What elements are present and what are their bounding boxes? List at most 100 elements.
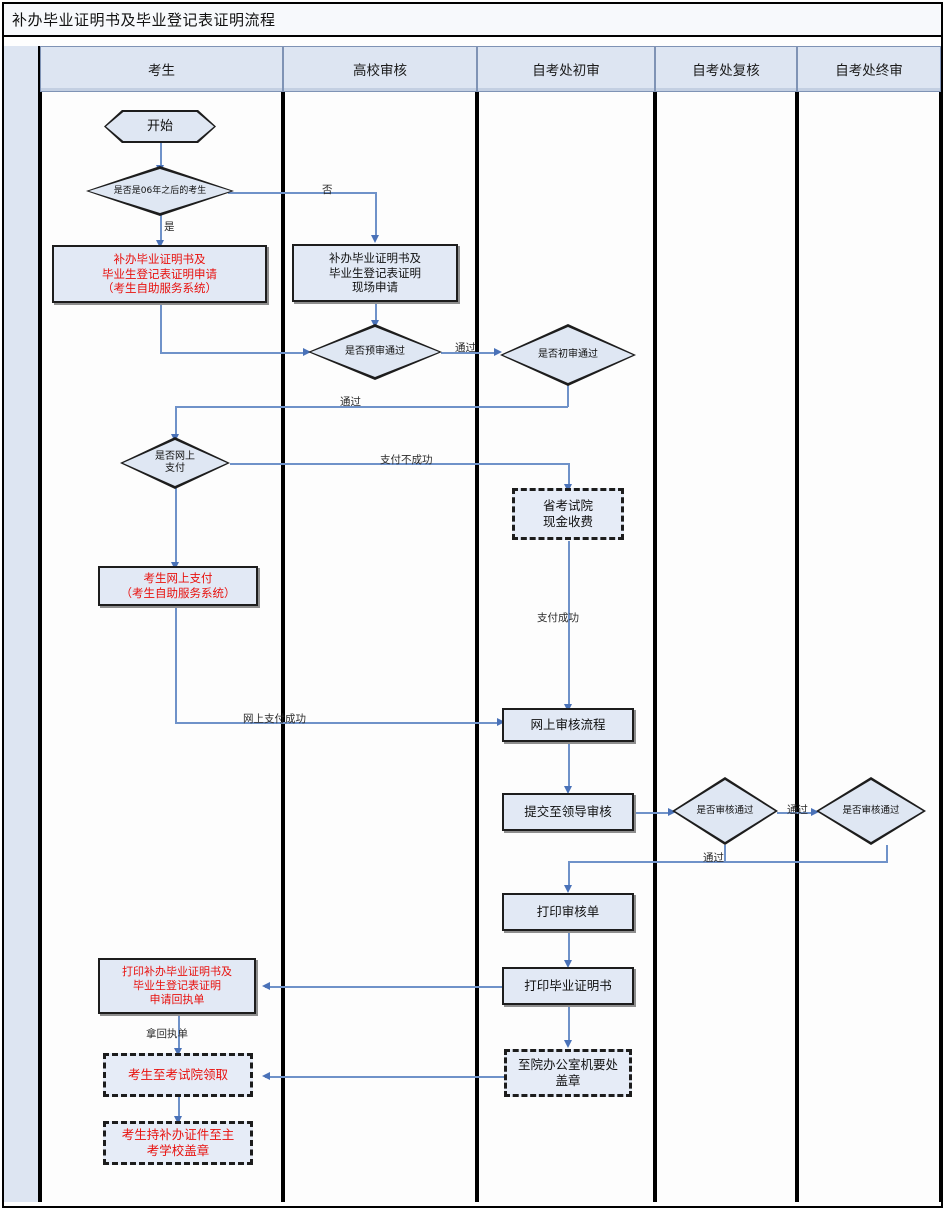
node-label: 提交至领导审核 — [524, 804, 612, 819]
connector-to-pay-decision — [175, 406, 177, 438]
diagram-title-bar: 补办毕业证明书及毕业登记表证明流程 — [4, 4, 941, 37]
node-label: 是否审核通过 — [696, 805, 754, 817]
node-cash-pay[interactable]: 省考试院 现金收费 — [512, 488, 624, 540]
node-onsite-apply[interactable]: 补办毕业证明书及 毕业生登记表证明 现场申请 — [292, 244, 458, 302]
arrow-down — [371, 235, 379, 243]
lane-header-examinee: 考生 — [40, 46, 283, 92]
node-examinee-collect[interactable]: 考生至考试院领取 — [103, 1053, 253, 1097]
arrow-down — [564, 885, 572, 893]
node-label: 省考试院 现金收费 — [542, 497, 593, 529]
node-label: 打印补办毕业证明书及 毕业生登记表证明 申请回执单 — [122, 964, 232, 1007]
edge-label-pay-success: 支付成功 — [537, 612, 579, 624]
connector-pay-failed-down — [568, 463, 570, 488]
connector-review-to-submit — [568, 741, 570, 789]
node-first-review-pass[interactable]: 是否初审通过 — [500, 324, 636, 386]
node-start[interactable]: 开始 — [104, 110, 216, 143]
connector-onlinepay-down — [175, 606, 177, 723]
arrow-down — [564, 960, 572, 968]
node-print-review-sheet[interactable]: 打印审核单 — [502, 893, 634, 931]
node-label: 考生持补办证件至主 考学校盖章 — [121, 1126, 235, 1158]
node-label: 打印毕业证明书 — [524, 978, 612, 993]
edge-label-final-pass: 通过 — [703, 852, 724, 864]
connector-receipt-to-collect — [178, 1014, 180, 1052]
connector-cert-to-receipt — [265, 986, 502, 988]
connector-submit-to-recheck — [635, 812, 671, 814]
node-label: 考生至考试院领取 — [127, 1066, 228, 1082]
node-submit-to-leader[interactable]: 提交至领导审核 — [502, 793, 634, 831]
connector-final-down — [886, 845, 888, 862]
node-examinee-school-seal[interactable]: 考生持补办证件至主 考学校盖章 — [103, 1121, 253, 1165]
lane-label: 自考处复核 — [692, 63, 760, 79]
node-examinee-online-pay[interactable]: 考生网上支付 （考生自助服务系统） — [98, 566, 258, 606]
arrow-down — [174, 1048, 182, 1056]
node-label: 是否初审通过 — [538, 349, 598, 360]
lane-label: 高校审核 — [353, 63, 407, 79]
node-label: 是否网上 支付 — [155, 451, 195, 474]
node-office-seal[interactable]: 至院办公室机要处 盖章 — [504, 1049, 632, 1097]
edge-label-no: 否 — [322, 184, 333, 196]
connector-recheck-to-final — [777, 812, 814, 814]
connector-onlinepay-right — [175, 722, 500, 724]
node-print-receipt[interactable]: 打印补办毕业证明书及 毕业生登记表证明 申请回执单 — [98, 958, 256, 1014]
connector-start-to-decision — [160, 142, 162, 168]
arrow-left — [262, 1072, 270, 1080]
arrow-right — [303, 348, 311, 356]
connector-collect-to-school — [178, 1097, 180, 1121]
connector-sheet-to-cert — [568, 932, 570, 964]
node-label: 补办毕业证明书及 毕业生登记表证明申请 （考生自助服务系统） — [102, 251, 217, 296]
edge-label-online-pay-success: 网上支付成功 — [243, 713, 306, 725]
connector-yes-branch — [160, 215, 162, 243]
hexagon-fill — [106, 112, 214, 141]
edge-label-pay-failed: 支付不成功 — [380, 454, 433, 466]
arrow-right — [494, 348, 502, 356]
edge-label-prereview-pass: 通过 — [455, 342, 476, 354]
edge-label-recheck-pass: 通过 — [787, 804, 808, 816]
connector-prereview-pass — [441, 352, 496, 354]
node-label: 打印审核单 — [536, 904, 600, 919]
arrow-right — [668, 808, 676, 816]
arrow-down — [564, 786, 572, 794]
edge-label-take-receipt: 拿回执单 — [146, 1028, 188, 1040]
node-label: 考生网上支付 （考生自助服务系统） — [120, 571, 236, 600]
connector-pay-failed — [230, 463, 570, 465]
connector-no-branch — [228, 192, 376, 194]
arrow-down — [564, 1040, 572, 1048]
node-label: 网上审核流程 — [530, 717, 606, 732]
lane-header-office-recheck: 自考处复核 — [655, 46, 797, 92]
connector-final-to-print — [568, 861, 570, 889]
node-label: 是否是06年之后的考生 — [113, 185, 207, 196]
node-label: 补办毕业证明书及 毕业生登记表证明 现场申请 — [329, 250, 421, 295]
node-pre-review-pass[interactable]: 是否预审通过 — [308, 324, 442, 380]
connector-online-apply-down — [160, 305, 162, 353]
connector-onsite-apply-down — [375, 302, 377, 324]
arrow-right — [811, 808, 819, 816]
connector-firstreview-down — [567, 385, 569, 407]
node-label: 至院办公室机要处 盖章 — [517, 1056, 618, 1088]
node-online-apply[interactable]: 补办毕业证明书及 毕业生登记表证明申请 （考生自助服务系统） — [52, 245, 267, 303]
node-is-after-year[interactable]: 是否是06年之后的考生 — [86, 166, 234, 216]
arrow-down — [156, 240, 164, 248]
node-print-certificate[interactable]: 打印毕业证明书 — [502, 967, 634, 1005]
connector-final-left — [568, 861, 888, 863]
node-final-review-pass[interactable]: 是否审核通过 — [816, 777, 926, 845]
edge-label-firstreview-pass: 通过 — [340, 396, 361, 408]
lane-body-office-recheck — [655, 92, 797, 1202]
lane-header-college-review: 高校审核 — [283, 46, 477, 92]
connector-no-branch-down — [375, 192, 377, 238]
lane-header-office-final: 自考处终审 — [797, 46, 941, 92]
node-online-review-flow[interactable]: 网上审核流程 — [502, 708, 634, 742]
node-recheck-pass[interactable]: 是否审核通过 — [672, 777, 778, 845]
lane-label: 自考处终审 — [835, 63, 903, 79]
node-label: 是否审核通过 — [842, 805, 900, 817]
node-label: 开始 — [146, 118, 173, 134]
connector-seal-to-collect — [265, 1076, 505, 1078]
page-title: 补办毕业证明书及毕业登记表证明流程 — [12, 11, 276, 29]
connector-firstreview-left — [175, 406, 568, 408]
node-is-online-pay[interactable]: 是否网上 支付 — [120, 437, 230, 489]
connector-recheck-down — [724, 845, 726, 861]
edge-label-yes: 是 — [164, 221, 175, 233]
connector-cert-to-seal — [568, 1006, 570, 1044]
lane-header-office-first: 自考处初审 — [477, 46, 655, 92]
connector-cash-to-review — [568, 541, 570, 708]
